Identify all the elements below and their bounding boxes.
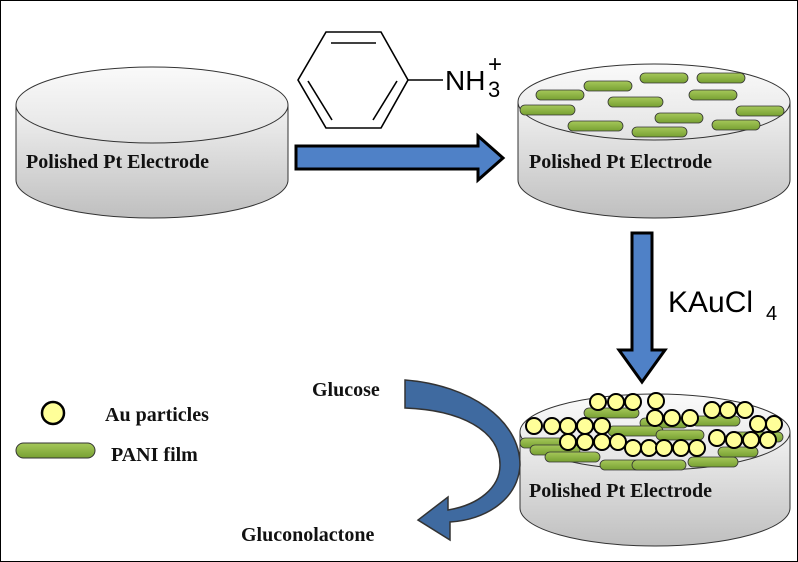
au-particle	[663, 409, 681, 427]
au-particle	[609, 433, 627, 451]
au-particle	[646, 409, 664, 427]
pani-film	[607, 96, 664, 108]
au-particle	[647, 392, 665, 410]
au-particle	[559, 417, 577, 435]
pani-film	[735, 105, 785, 117]
electrode-label: Polished Pt Electrode	[529, 480, 712, 502]
au-particle	[589, 393, 607, 411]
reagent-nh3: NH	[445, 65, 485, 96]
au-particle	[576, 417, 594, 435]
au-particle	[725, 431, 743, 449]
au-particle	[749, 415, 767, 433]
electrode-au-pani: Polished Pt Electrode	[519, 392, 791, 547]
electrode-pani: Polished Pt Electrode	[517, 63, 791, 219]
au-particle	[681, 409, 699, 427]
au-particle	[593, 417, 611, 435]
au-particle	[759, 431, 777, 449]
au-particle	[742, 431, 760, 449]
reagent-nh3-subscript: 3	[488, 77, 500, 102]
au-particle	[607, 393, 625, 411]
pani-film	[544, 451, 601, 463]
arrow-right	[294, 132, 506, 184]
legend-au-icon	[40, 400, 66, 426]
au-particle	[719, 401, 737, 419]
reagent-kaucl4-subscript: 4	[766, 303, 777, 325]
arrow-curved-reaction	[404, 379, 521, 542]
electrode-label: Polished Pt Electrode	[529, 151, 712, 173]
au-particle	[559, 433, 577, 451]
au-particle	[543, 417, 561, 435]
legend-pani-label: PANI film	[111, 444, 198, 466]
legend-au-label: Au particles	[105, 404, 209, 426]
pani-film	[639, 72, 689, 84]
electrode-label: Polished Pt Electrode	[26, 151, 209, 173]
au-particle	[525, 417, 543, 435]
pani-film	[631, 459, 687, 471]
electrode-bare: Polished Pt Electrode	[15, 66, 289, 219]
pani-film	[654, 112, 704, 124]
pani-film	[688, 89, 738, 101]
pani-film	[631, 126, 688, 138]
au-particle	[624, 393, 642, 411]
pani-film	[519, 104, 576, 116]
au-particle	[593, 433, 611, 451]
au-particle	[703, 401, 721, 419]
pani-film	[535, 89, 585, 101]
legend: Au particles PANI film	[15, 400, 209, 466]
au-particle	[624, 439, 642, 457]
pani-film	[655, 429, 705, 441]
au-particle	[655, 439, 673, 457]
pani-film	[583, 80, 633, 92]
anilinium-structure	[297, 31, 443, 129]
product-label: Gluconolactone	[241, 524, 374, 546]
au-particle	[576, 433, 594, 451]
legend-pani-icon	[15, 442, 96, 459]
reagent-kaucl4: KAuCl	[668, 286, 753, 319]
au-particle	[688, 439, 706, 457]
au-particle	[672, 439, 690, 457]
au-particle	[708, 429, 726, 447]
pani-film	[687, 456, 739, 468]
pani-film	[696, 72, 746, 84]
pani-films	[519, 72, 785, 138]
pani-film	[711, 119, 761, 131]
pani-film	[567, 120, 624, 132]
au-particle	[765, 415, 783, 433]
arrow-down	[616, 231, 668, 385]
au-particle	[640, 439, 658, 457]
reagent-nh3-charge: +	[488, 51, 502, 78]
au-particles	[525, 392, 783, 457]
au-particle	[736, 401, 754, 419]
reactant-label: Glucose	[312, 379, 380, 401]
